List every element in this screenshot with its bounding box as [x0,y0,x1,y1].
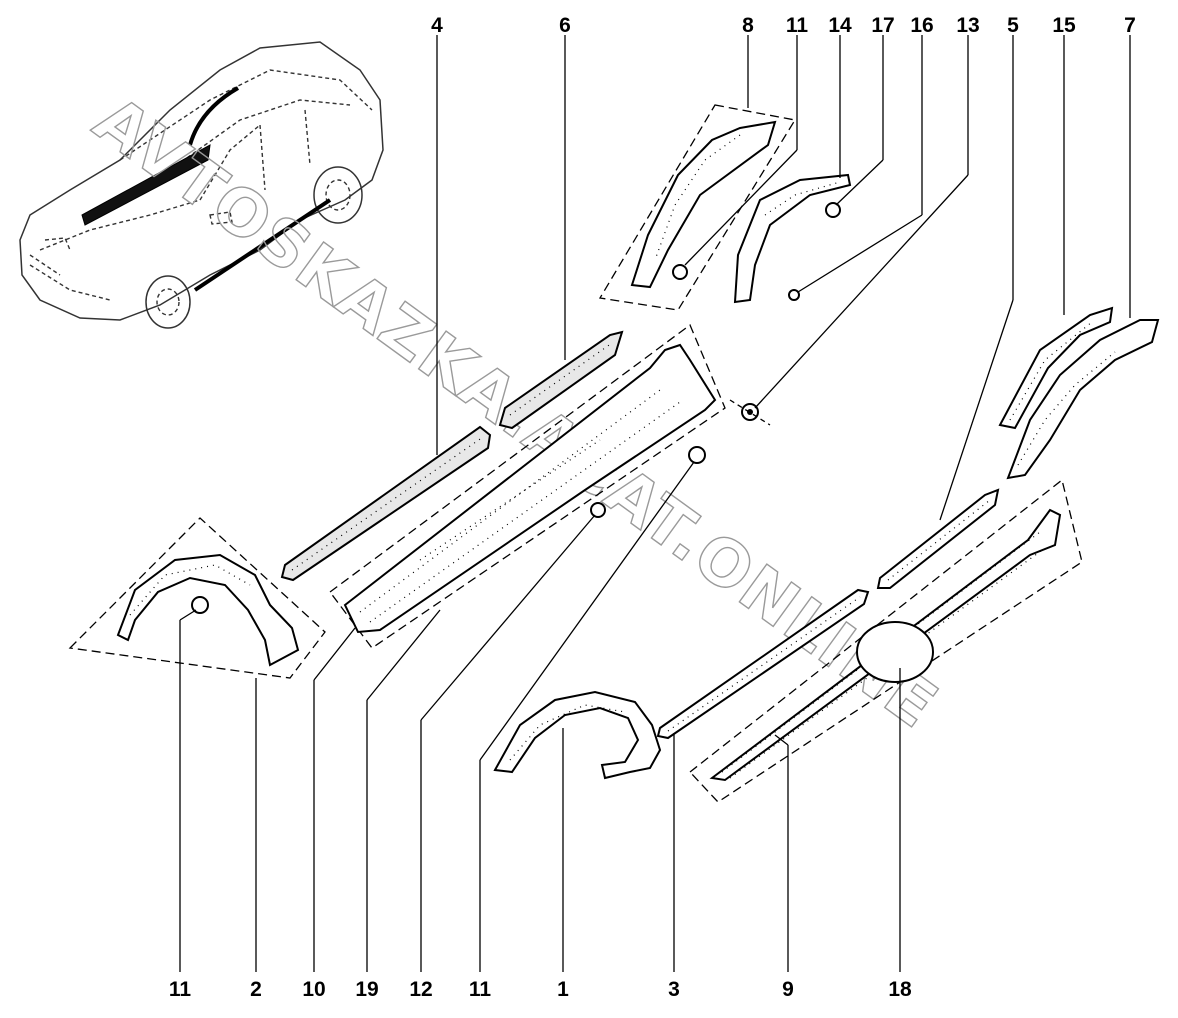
callouts-top: 4 6 8 11 14 17 16 13 5 15 7 [431,14,1136,37]
callout-5: 5 [1007,14,1019,37]
callout-4: 4 [431,14,443,37]
clip-11 [688,446,706,464]
callout-17: 17 [871,14,894,37]
leaders-bottom [179,461,901,972]
front-arch-extension-8 [598,104,797,311]
callout-13: 13 [956,14,979,37]
callout-9: 9 [782,978,794,1001]
sill-molding-9 [689,478,1083,803]
bracket-14 [733,173,852,304]
leaders-top [436,35,1131,521]
callout-19: 19 [355,978,378,1001]
callout-8: 8 [742,14,754,37]
clip-12 [590,502,606,518]
callout-11-bottom: 11 [469,978,492,1001]
sill-cover-10 [329,323,726,649]
rear-door-molding-4 [280,425,492,582]
callout-12: 12 [409,978,432,1001]
callout-15: 15 [1052,14,1076,37]
callout-18: 18 [888,978,912,1001]
rear-arch-extension-7 [1006,319,1160,480]
callout-2: 2 [250,978,262,1001]
callout-7: 7 [1124,14,1136,37]
arch-bracket-15 [998,306,1114,430]
callouts-bottom: 11 2 10 19 12 11 1 3 9 18 [169,978,912,1001]
vehicle-overview [19,41,384,329]
rear-arch-liner-2 [68,517,326,679]
callout-11-top: 11 [786,14,809,37]
rear-door-molding-5 [876,488,1000,589]
callout-3: 3 [668,978,680,1001]
callout-16: 16 [910,14,933,37]
callout-6: 6 [559,14,571,37]
callout-1: 1 [557,978,569,1001]
callout-10: 10 [302,978,325,1001]
front-arch-liner-1 [493,690,662,780]
callout-14: 14 [828,14,852,37]
front-door-molding-6 [498,330,624,430]
front-sill-strip-3 [656,588,870,740]
callout-11-bottom-left: 11 [169,978,192,1001]
fasteners [590,399,771,518]
